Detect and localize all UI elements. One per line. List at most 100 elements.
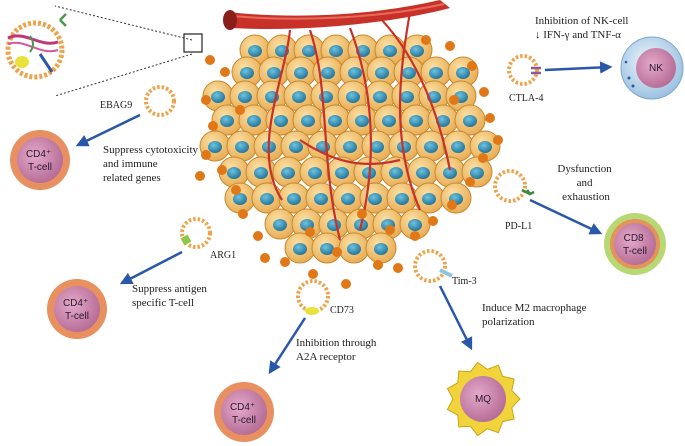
tumor-nucleus <box>355 115 369 127</box>
svg-text:CD4⁺ T-cell: CD4⁺ T-cell <box>26 149 54 173</box>
exosome-dot <box>305 227 315 237</box>
tumor-mass <box>199 34 501 264</box>
tumor-nucleus <box>321 67 335 79</box>
tumor-nucleus <box>389 167 403 179</box>
tim3-arrow <box>438 285 473 351</box>
exosome-dot <box>485 113 495 123</box>
magnified-exosome-inset <box>5 5 203 97</box>
tumor-nucleus <box>343 141 357 153</box>
ctla4-exosome: CTLA-4 <box>507 54 543 104</box>
tumor-nucleus <box>375 67 389 79</box>
tumor-nucleus <box>260 193 274 205</box>
svg-text:CD8 T-cell: CD8 T-cell <box>623 233 647 257</box>
tumor-nucleus <box>281 167 295 179</box>
tumor-nucleus <box>314 193 328 205</box>
tumor-vasculature <box>267 11 452 241</box>
exosome-dot <box>447 200 457 210</box>
pdl1-label: PD-L1 <box>505 221 532 232</box>
tumor-nucleus <box>238 91 252 103</box>
exosome-dot <box>235 105 245 115</box>
tumor-nucleus <box>240 67 254 79</box>
exosome-dot <box>428 216 438 226</box>
cd73-arrow <box>268 317 307 375</box>
exosome-dot <box>493 135 503 145</box>
exosome-dot <box>208 121 218 131</box>
cd73-label: CD73 <box>330 305 354 316</box>
tumor-nucleus <box>267 67 281 79</box>
exosome-dot <box>280 257 290 267</box>
tumor-nucleus <box>287 193 301 205</box>
tumor-nucleus <box>478 141 492 153</box>
exosome-dot <box>253 231 263 241</box>
macrophage: MQ <box>446 361 521 437</box>
cd4-tcell-middle: CD4⁺ T-cell <box>47 279 107 339</box>
cd73-exosome: CD73 <box>296 279 354 316</box>
tumor-nucleus <box>463 115 477 127</box>
arg1-exosome: ARG1 <box>180 217 236 261</box>
tumor-nucleus <box>327 219 341 231</box>
arg1-label: ARG1 <box>210 250 236 261</box>
exosome-dot <box>357 209 367 219</box>
blood-vessel <box>223 0 450 30</box>
svg-text:NK: NK <box>649 63 663 74</box>
tumor-nucleus <box>368 193 382 205</box>
tumor-nucleus <box>348 67 362 79</box>
ctla4-effect: Inhibition of NK-cell ↓ IFN-γ and TNF-α <box>535 15 631 41</box>
exosome-dot <box>205 55 215 65</box>
exosome-dot <box>449 95 459 105</box>
exosome-dot <box>478 153 488 163</box>
exosome-dot <box>445 41 455 51</box>
tumor-nucleus <box>443 167 457 179</box>
tumor-nucleus <box>289 141 303 153</box>
tumor-nucleus <box>301 115 315 127</box>
tumor-nucleus <box>470 167 484 179</box>
tumor-nucleus <box>409 115 423 127</box>
tumor-nucleus <box>397 141 411 153</box>
exosome-dot <box>260 253 270 263</box>
ebag9-arrow <box>75 113 141 147</box>
ebag9-label: EBAG9 <box>100 100 132 111</box>
tumor-nucleus <box>335 167 349 179</box>
tumor-nucleus <box>308 167 322 179</box>
tumor-nucleus <box>400 91 414 103</box>
ebag9-exosome: EBAG9 <box>100 85 176 117</box>
tumor-nucleus <box>429 67 443 79</box>
exosome-dot <box>341 279 351 289</box>
exosome-dot <box>217 165 227 175</box>
tumor-nucleus <box>248 45 262 57</box>
tumor-nucleus <box>208 141 222 153</box>
tumor-nucleus <box>292 91 306 103</box>
exosome-dot <box>465 177 475 187</box>
tumor-nucleus <box>328 115 342 127</box>
exosome-dot <box>385 225 395 235</box>
tumor-nucleus <box>402 67 416 79</box>
cd73-effect: Inhibition through A2A receptor <box>296 337 379 363</box>
tumor-nucleus <box>374 243 388 255</box>
exosome-dot <box>195 171 205 181</box>
ebag9-effect: Suppress cytotoxicity and immune related… <box>103 144 201 184</box>
tumor-nucleus <box>416 167 430 179</box>
pdl1-exosome: PD-L1 <box>493 169 535 232</box>
tumor-nucleus <box>247 115 261 127</box>
tumor-nucleus <box>383 45 397 57</box>
tumor-nucleus <box>347 243 361 255</box>
tim3-exosome: Tim-3 <box>413 249 477 287</box>
nk-cell: NK <box>620 36 684 100</box>
exosome-dot <box>373 260 383 270</box>
exosome-dots <box>195 35 503 289</box>
tumor-nucleus <box>302 45 316 57</box>
exosome-dot <box>238 209 248 219</box>
tumor-nucleus <box>424 141 438 153</box>
tumor-nucleus <box>227 167 241 179</box>
tumor-nucleus <box>422 193 436 205</box>
tumor-nucleus <box>294 67 308 79</box>
pdl1-effect: Dysfunction and exhaustion <box>557 163 614 203</box>
cd4-tcell-bottom: CD4⁺ T-cell <box>214 382 274 442</box>
exosome-dot <box>479 87 489 97</box>
tumor-nucleus <box>235 141 249 153</box>
tumor-nucleus <box>274 115 288 127</box>
cd4-tcell-top: CD4⁺ T-cell <box>10 130 70 190</box>
tumor-nucleus <box>410 45 424 57</box>
exosome-dot <box>393 263 403 273</box>
tumor-nucleus <box>456 67 470 79</box>
